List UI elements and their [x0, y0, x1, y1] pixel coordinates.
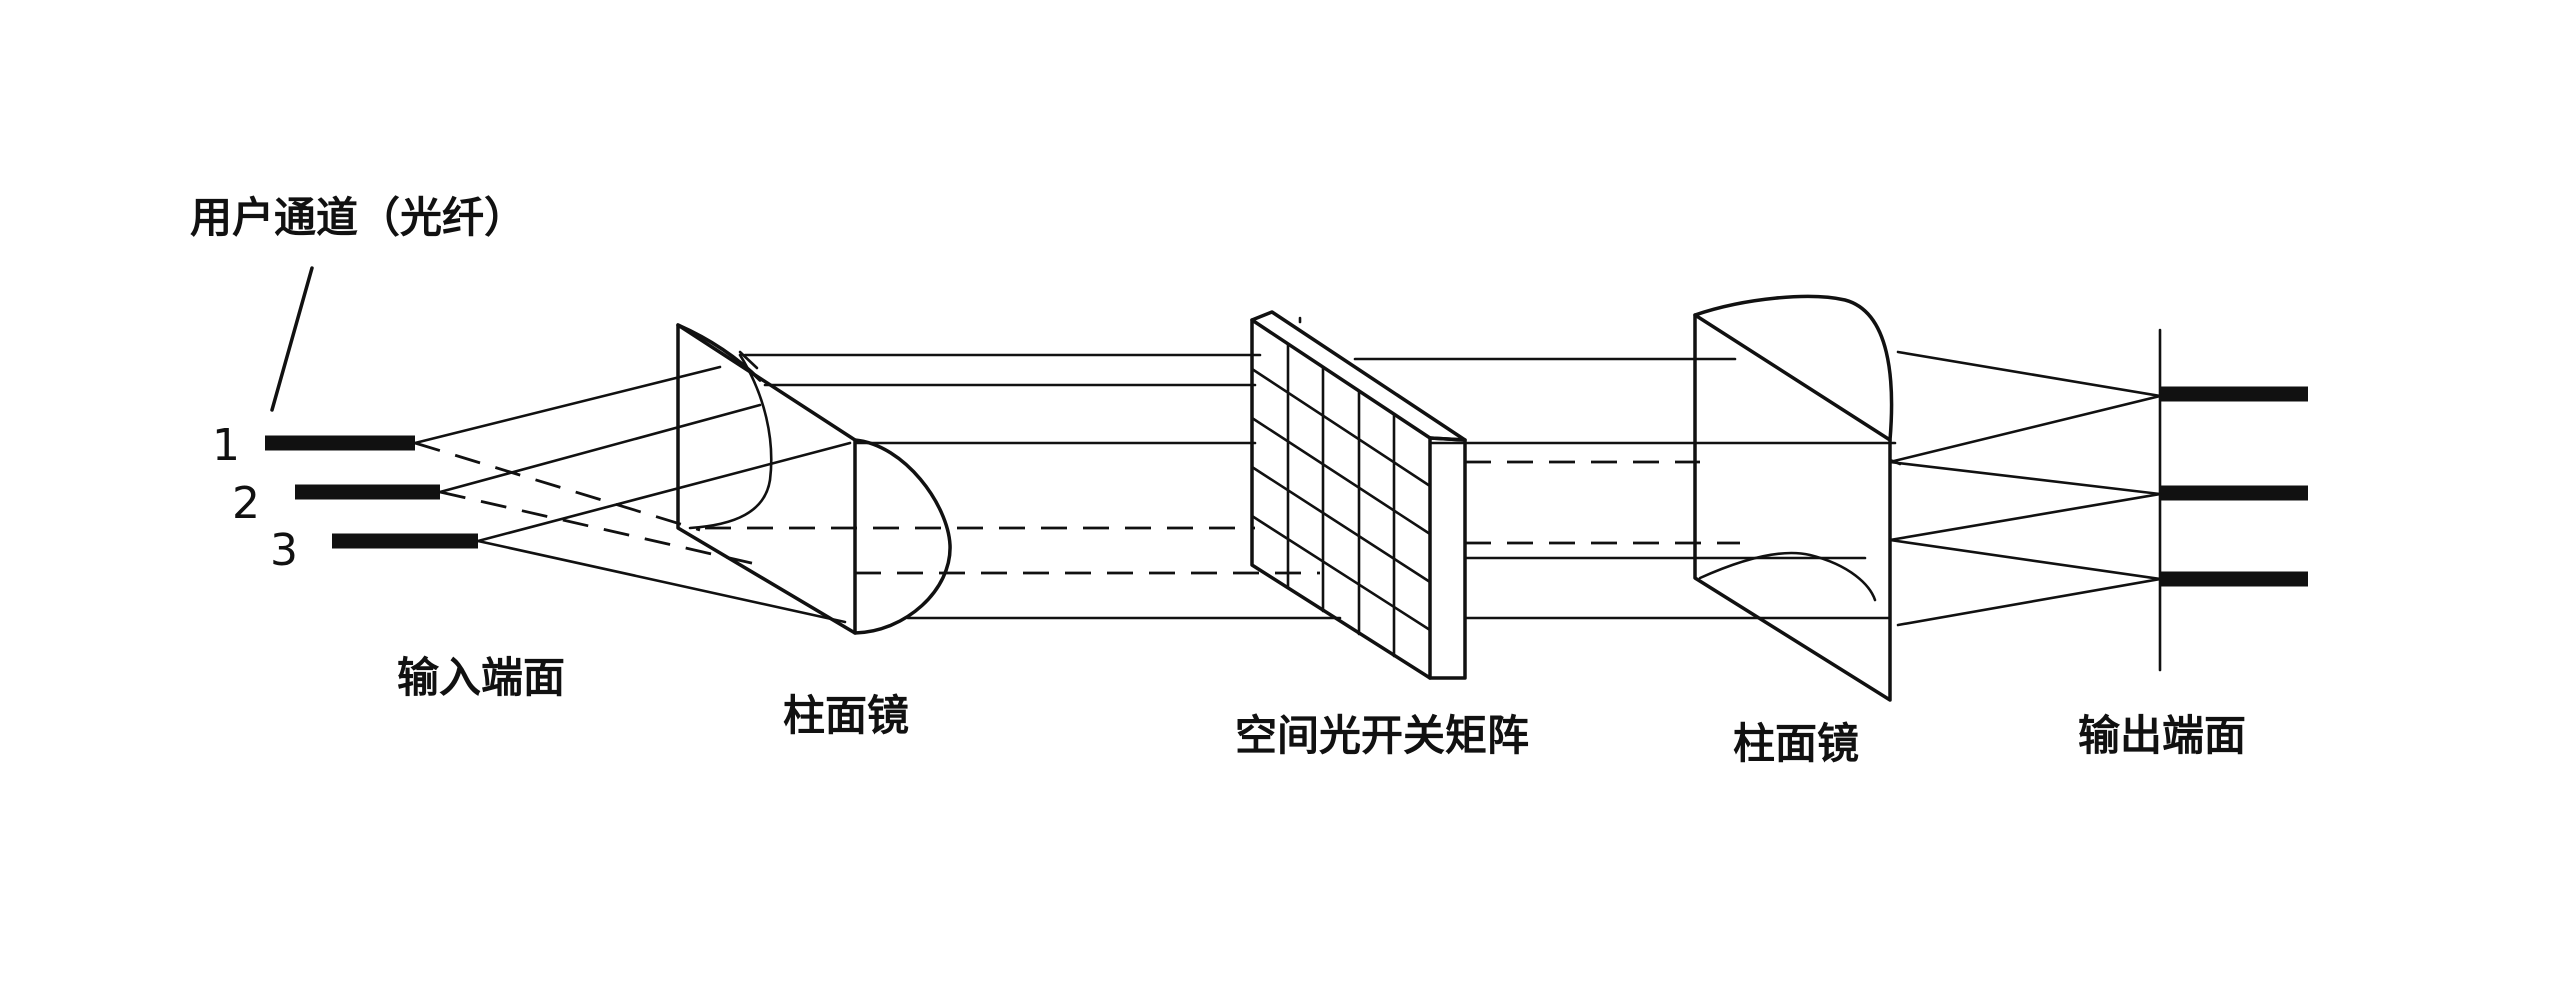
parallel-beams-left [705, 353, 1342, 620]
label-cyl-lens-left: 柱面镜 [783, 691, 909, 740]
label-output-face: 输出端面 [2078, 711, 2246, 760]
label-user-channel: 用户通道（光纤） [190, 193, 526, 242]
output-rays [1888, 350, 2162, 627]
input-rays [413, 365, 852, 624]
input-fibers [265, 435, 478, 549]
user-channel-pointer [270, 266, 314, 412]
parallel-beams-right [1353, 357, 1897, 620]
channel-number-1: 1 [212, 420, 240, 471]
input-dashed-rays [414, 441, 761, 567]
ray-1-top [413, 365, 722, 445]
dashed-ray-1 [414, 441, 701, 532]
channel-number-3: 3 [270, 525, 298, 576]
label-input-face: 输入端面 [397, 653, 565, 702]
ray-3-top [476, 441, 852, 543]
ray-2-top [438, 403, 762, 494]
channel-number-2: 2 [232, 478, 260, 529]
ray-3-bottom [476, 539, 847, 624]
dashed-ray-2 [439, 490, 761, 567]
output-fibers [2160, 386, 2308, 587]
cylindrical-lens-right [1693, 294, 1902, 702]
spatial-light-switch-matrix [1250, 310, 1467, 680]
cylindrical-lens-left [676, 323, 952, 635]
label-cyl-lens-right: 柱面镜 [1733, 719, 1859, 768]
label-switch-matrix: 空间光开关矩阵 [1235, 711, 1529, 760]
